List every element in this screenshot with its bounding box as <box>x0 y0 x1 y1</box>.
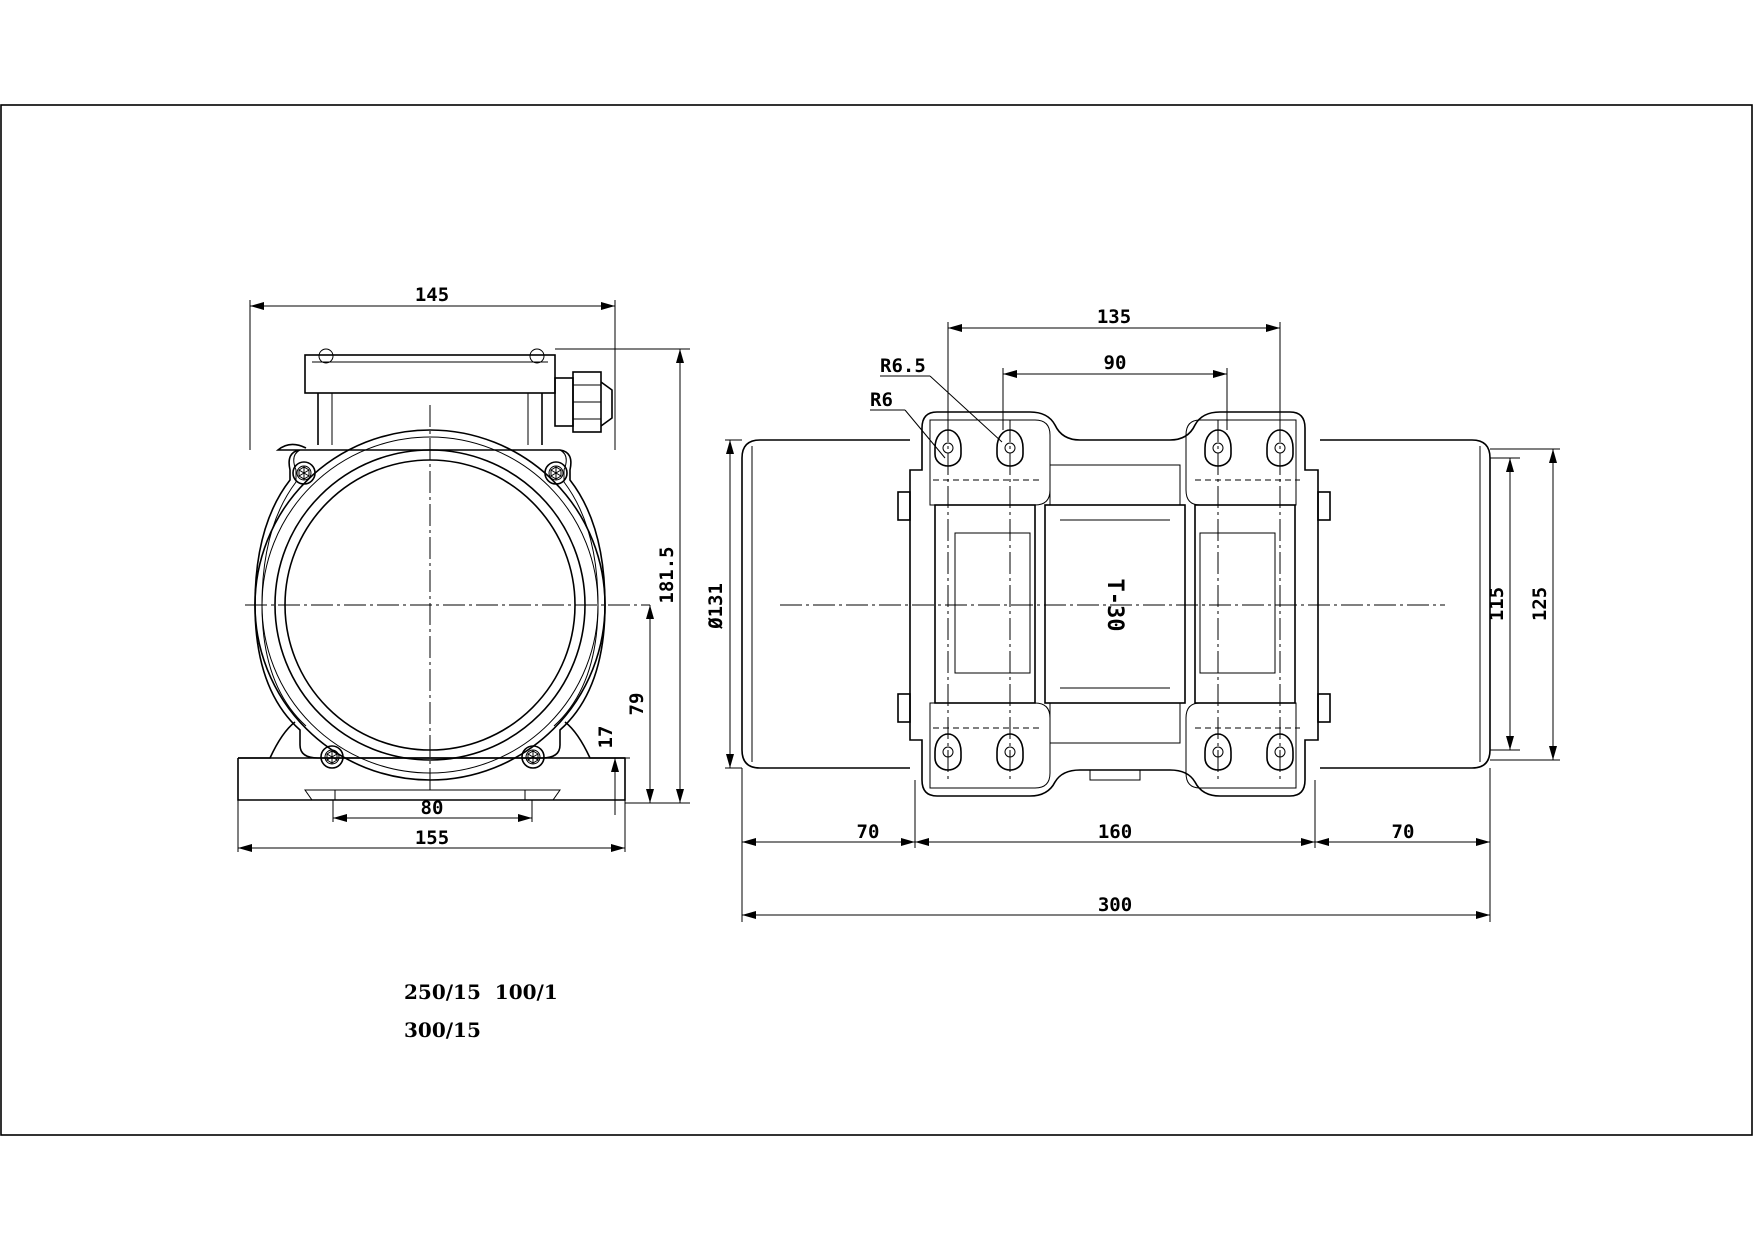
dim-right-cover: 70 <box>1392 821 1415 843</box>
drawing-frame <box>0 104 1753 1136</box>
dim-foot-height: 17 <box>595 726 617 749</box>
dim-hole-inner-spacing: 90 <box>1104 352 1127 374</box>
dim-body-length: 160 <box>1098 821 1132 843</box>
dim-total-length: 300 <box>1098 894 1132 916</box>
left-end-cover <box>741 439 910 769</box>
dim-slot-radius-small: R6 <box>870 389 893 411</box>
model-note-line-2: 300/15 <box>404 1018 481 1042</box>
dim-left-cover: 70 <box>857 821 880 843</box>
cable-gland <box>554 371 613 433</box>
dim-mount-inner: 115 <box>1486 587 1508 621</box>
model-note-line-1: 250/15 100/1 <box>404 980 558 1004</box>
terminal-box-cover <box>304 354 556 394</box>
right-end-cover <box>1320 439 1491 769</box>
mounting-foot <box>237 721 626 801</box>
dim-base-inner: 80 <box>421 797 444 819</box>
model-mark: T-30 <box>1102 579 1127 632</box>
dim-hole-outer-spacing: 135 <box>1097 306 1131 328</box>
dim-body-diameter: Ø131 <box>705 583 727 630</box>
dim-axis-height: 79 <box>626 693 648 716</box>
front-view: 145 181.5 79 17 80 155 <box>237 284 690 852</box>
dim-slot-radius-large: R6.5 <box>880 355 926 377</box>
vibrator-body <box>909 411 1319 797</box>
dim-base-width: 155 <box>415 827 449 849</box>
bolt-icon <box>521 745 545 769</box>
dim-width-top: 145 <box>415 284 449 306</box>
dim-height-total: 181.5 <box>656 546 678 603</box>
side-view: T-30 135 90 R6.5 R6 Ø131 <box>705 306 1560 922</box>
dim-mount-outer: 125 <box>1529 587 1551 621</box>
